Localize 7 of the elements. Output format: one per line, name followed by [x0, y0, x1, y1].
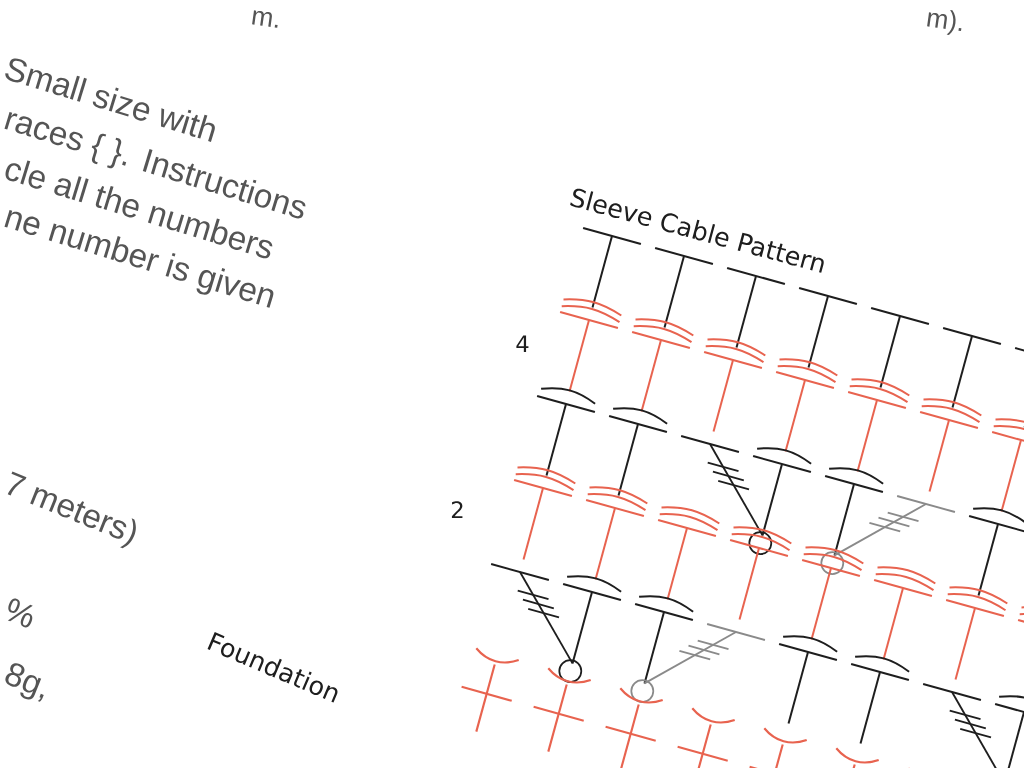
chart-title: Sleeve Cable Pattern — [570, 188, 824, 273]
cut-off-text: m). — [927, 10, 962, 35]
yarn-text: % — [7, 598, 33, 628]
row-number: 4 — [516, 335, 529, 352]
cut-off-text: m. — [252, 10, 278, 28]
row-number: 2 — [451, 501, 463, 518]
yarn-text: 8g, — [5, 663, 44, 702]
